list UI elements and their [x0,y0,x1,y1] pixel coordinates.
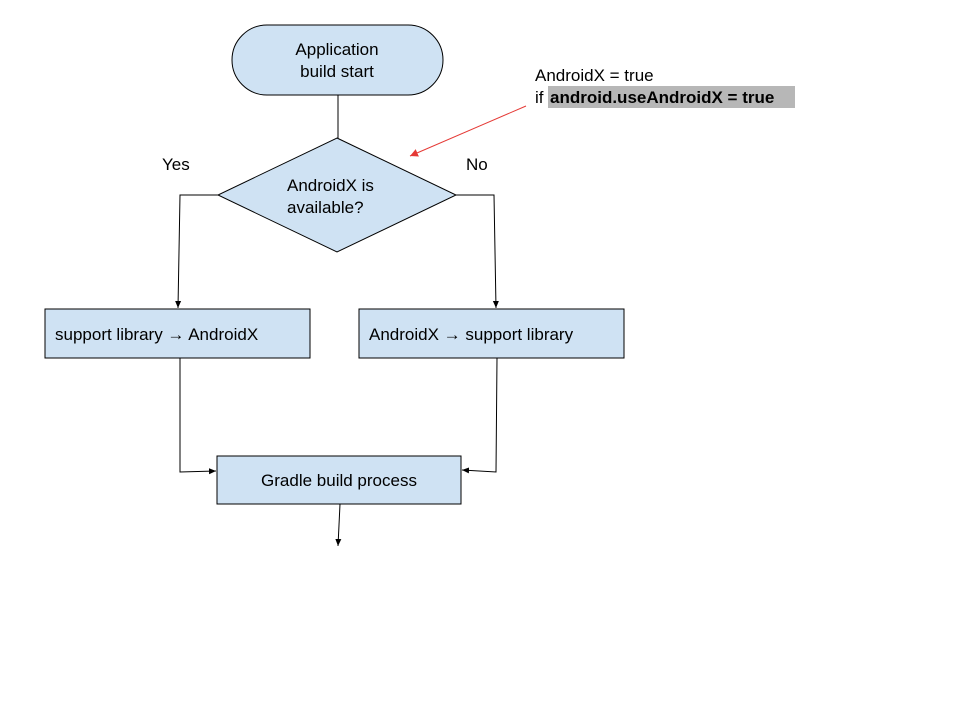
right-process-label: AndroidX → support library [369,325,574,344]
code-highlight [548,86,795,108]
right-process-node: AndroidX → support library [358,308,625,359]
gradle-process-label: Gradle build process [261,471,417,490]
left-process-label: support library → AndroidX [55,325,258,344]
connector-decision-no [456,194,499,309]
annotation-line2-prefix: if [535,88,544,107]
connector-right-to-gradle [461,357,498,474]
connector-decision-yes [175,194,218,309]
decision-node: AndroidX is available? [216,137,458,253]
gradle-process-node: Gradle build process [216,455,462,505]
connector-left-to-gradle [179,358,217,475]
decision-node-line2: available? [287,198,364,217]
edge-label-no: No [466,155,488,174]
decision-node-line1: AndroidX is [287,176,374,195]
annotation-arrow [409,105,527,157]
annotation-code: android.useAndroidX = true [550,88,774,107]
start-node-line2: build start [300,62,374,81]
edge-label-yes: Yes [162,155,190,174]
connector-gradle-out [335,503,342,547]
annotation-note: AndroidX = true if android.useAndroidX =… [535,66,795,108]
connectors [175,95,499,547]
annotation-line1: AndroidX = true [535,66,654,85]
left-process-node: support library → AndroidX [44,308,311,359]
start-node: Application build start [231,24,444,96]
start-node-line1: Application [295,40,378,59]
